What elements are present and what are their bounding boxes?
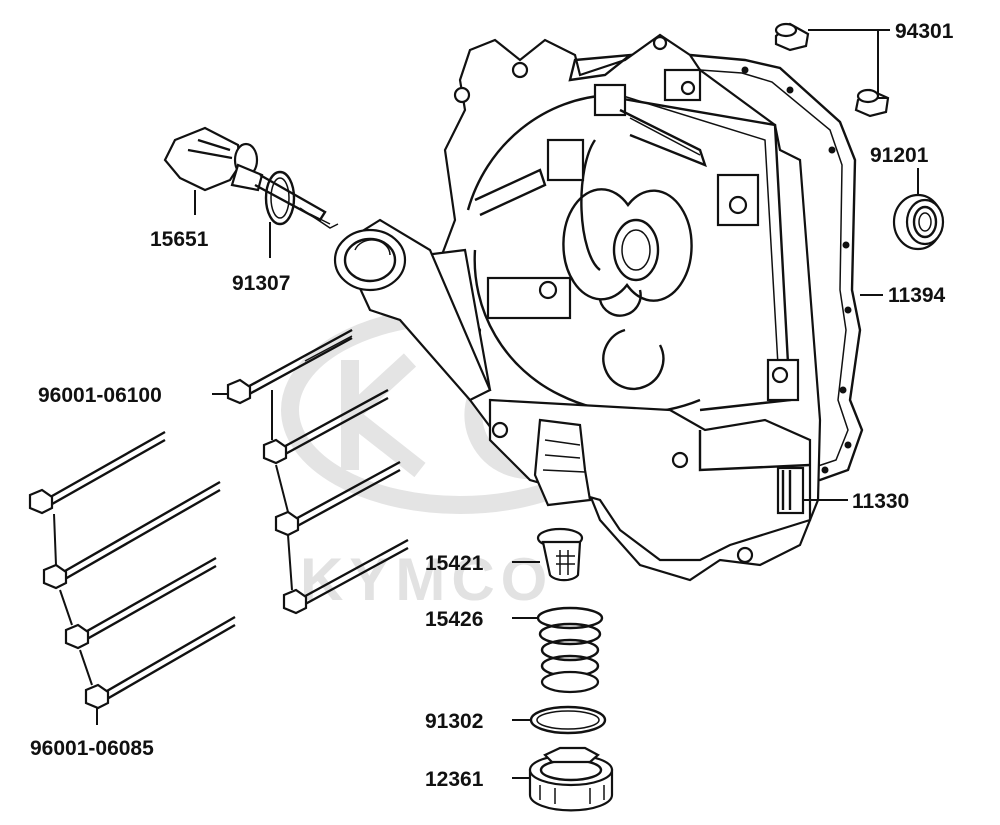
label-96001-06100: 96001-06100 (38, 384, 162, 407)
bolts-96001-06085 (28, 430, 236, 710)
label-91201: 91201 (870, 144, 929, 167)
bolt (42, 480, 221, 590)
dipstick-15651 (163, 126, 339, 229)
part-labels: 94301 91201 11394 11330 15651 91307 9600… (30, 20, 954, 791)
oil-filler-neck (333, 218, 492, 402)
bolt (64, 556, 217, 650)
bolt (282, 538, 409, 615)
bolt (84, 615, 236, 710)
bolt (262, 388, 389, 465)
watermark-text: KYMCO (300, 546, 553, 613)
dowel-pins-94301 (774, 22, 890, 118)
label-94301: 94301 (895, 20, 954, 43)
label-15421: 15421 (425, 552, 484, 575)
label-15651: 15651 (150, 228, 209, 251)
label-91302: 91302 (425, 710, 483, 733)
label-11330: 11330 (852, 490, 909, 513)
strainer-15421 (536, 527, 584, 582)
o-ring-91302 (529, 705, 607, 735)
oil-seal-91201 (892, 193, 945, 251)
bolts-96001-06100 (226, 328, 409, 615)
label-15426: 15426 (425, 608, 483, 631)
drain-plug-12361 (528, 746, 614, 812)
spring-15426 (536, 606, 604, 694)
o-ring-91307 (264, 170, 296, 226)
gasket-11394 (689, 53, 864, 482)
bolt (28, 430, 166, 515)
leader-94301 (808, 29, 890, 99)
label-96001-06085: 96001-06085 (30, 737, 154, 760)
label-12361: 12361 (425, 768, 484, 791)
bolt (226, 328, 353, 405)
leader-lines (96, 29, 919, 779)
label-91307: 91307 (232, 272, 290, 295)
label-11394: 11394 (888, 284, 946, 307)
bolt (274, 460, 401, 537)
